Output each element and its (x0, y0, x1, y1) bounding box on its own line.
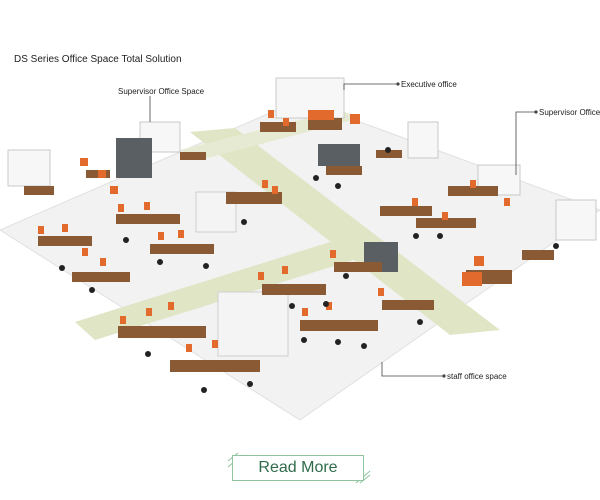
callout-supervisor-left: Supervisor Office Space (118, 87, 205, 96)
callout-line-executive (343, 83, 398, 90)
callout-supervisor-right: Supervisor Office (539, 108, 600, 117)
callout-executive: Executive office (401, 80, 457, 89)
chair-group (38, 110, 510, 352)
shelf-far-right (555, 199, 597, 241)
callout-line-supervisor-right (515, 111, 536, 175)
task-chair-group (59, 147, 559, 393)
shelf-right (407, 121, 439, 159)
partition-2 (318, 144, 360, 166)
callout-staff: staff office space (447, 372, 507, 381)
shelf-left (7, 149, 51, 187)
aisle-main (190, 128, 500, 335)
read-more-button[interactable]: Read More (232, 455, 364, 481)
read-more-container: Read More (226, 451, 372, 485)
callout-line-staff (381, 362, 444, 377)
partition-1 (116, 138, 152, 178)
page-title: DS Series Office Space Total Solution (14, 54, 182, 65)
storage-wall (217, 291, 289, 357)
